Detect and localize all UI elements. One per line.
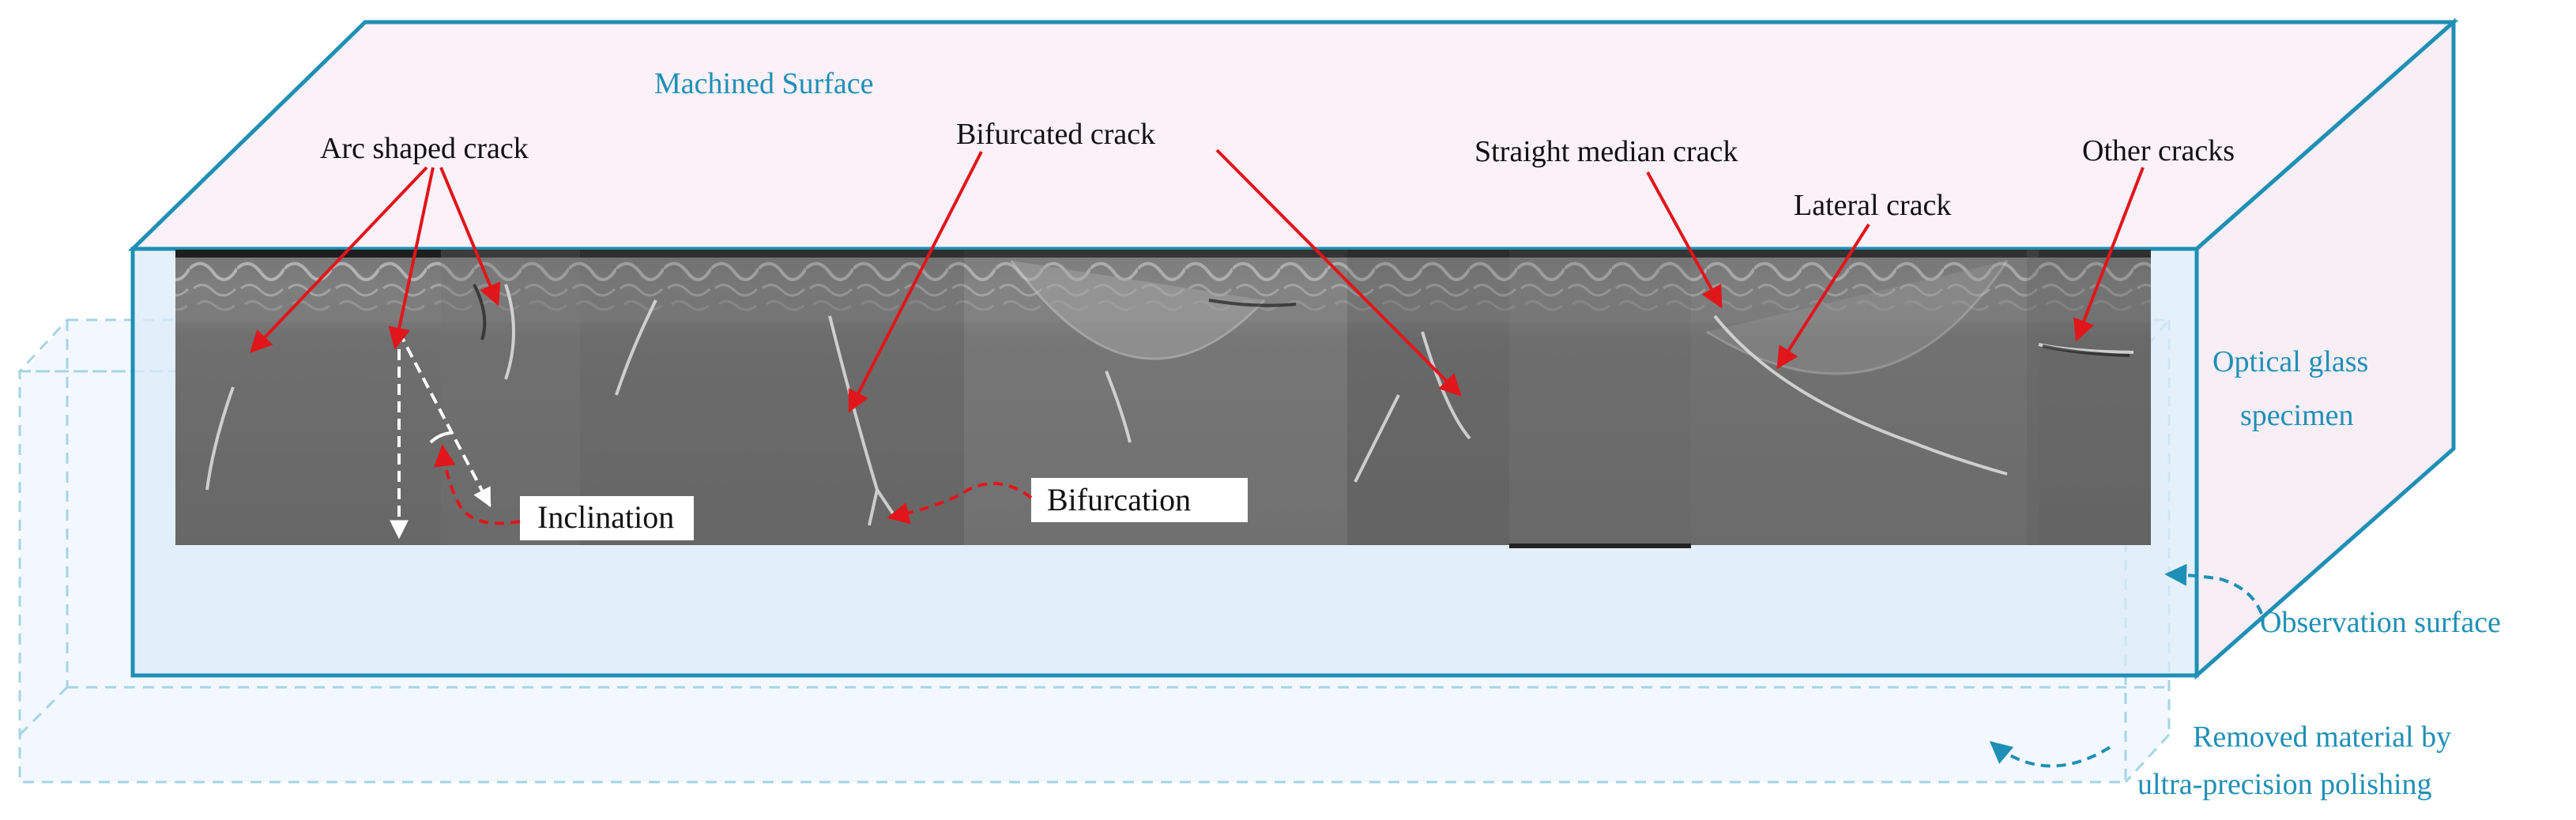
blue-arrows <box>1989 563 2263 768</box>
lateral-crack-arrow <box>1776 223 1870 370</box>
removed-material-label-line1: Removed material by <box>2193 720 2451 754</box>
bifurcated-crack-label: Bifurcated crack <box>956 118 1155 151</box>
optical-glass-label-line1: Optical glass <box>2213 345 2368 378</box>
red-arrows <box>250 149 2145 525</box>
bifurcated-arrow-1 <box>848 151 983 413</box>
lateral-crack-label: Lateral crack <box>1794 189 1951 222</box>
observation-surface-arrow <box>2164 563 2263 615</box>
inclination-dashed-arrow <box>433 444 521 525</box>
machined-surface-label: Machined Surface <box>654 67 874 100</box>
straight-median-crack-label: Straight median crack <box>1474 135 1738 168</box>
optical-glass-label-line2: specimen <box>2240 399 2354 432</box>
removed-material-arrow <box>1989 741 2111 768</box>
other-cracks-arrow <box>2073 167 2145 342</box>
bifurcation-label: Bifurcation <box>1047 482 1191 517</box>
removed-material-label-line2: ultra-precision polishing <box>2137 768 2432 801</box>
inclination-guides <box>390 331 491 540</box>
other-cracks-label: Other cracks <box>2082 134 2235 167</box>
arc-arrow-2 <box>388 167 435 350</box>
bifurcation-dashed-arrow <box>887 482 1033 525</box>
straight-median-arrow <box>1646 171 1723 309</box>
arc-arrow-1 <box>250 166 428 354</box>
inclination-box <box>520 496 694 540</box>
arc-shaped-crack-label: Arc shaped crack <box>320 132 529 165</box>
bifurcation-box <box>1031 478 1248 522</box>
bifurcated-arrow-2 <box>1215 149 1462 397</box>
arc-arrow-3 <box>439 167 501 307</box>
observation-surface-label: Observation surface <box>2260 606 2501 639</box>
inclination-label: Inclination <box>537 499 674 535</box>
